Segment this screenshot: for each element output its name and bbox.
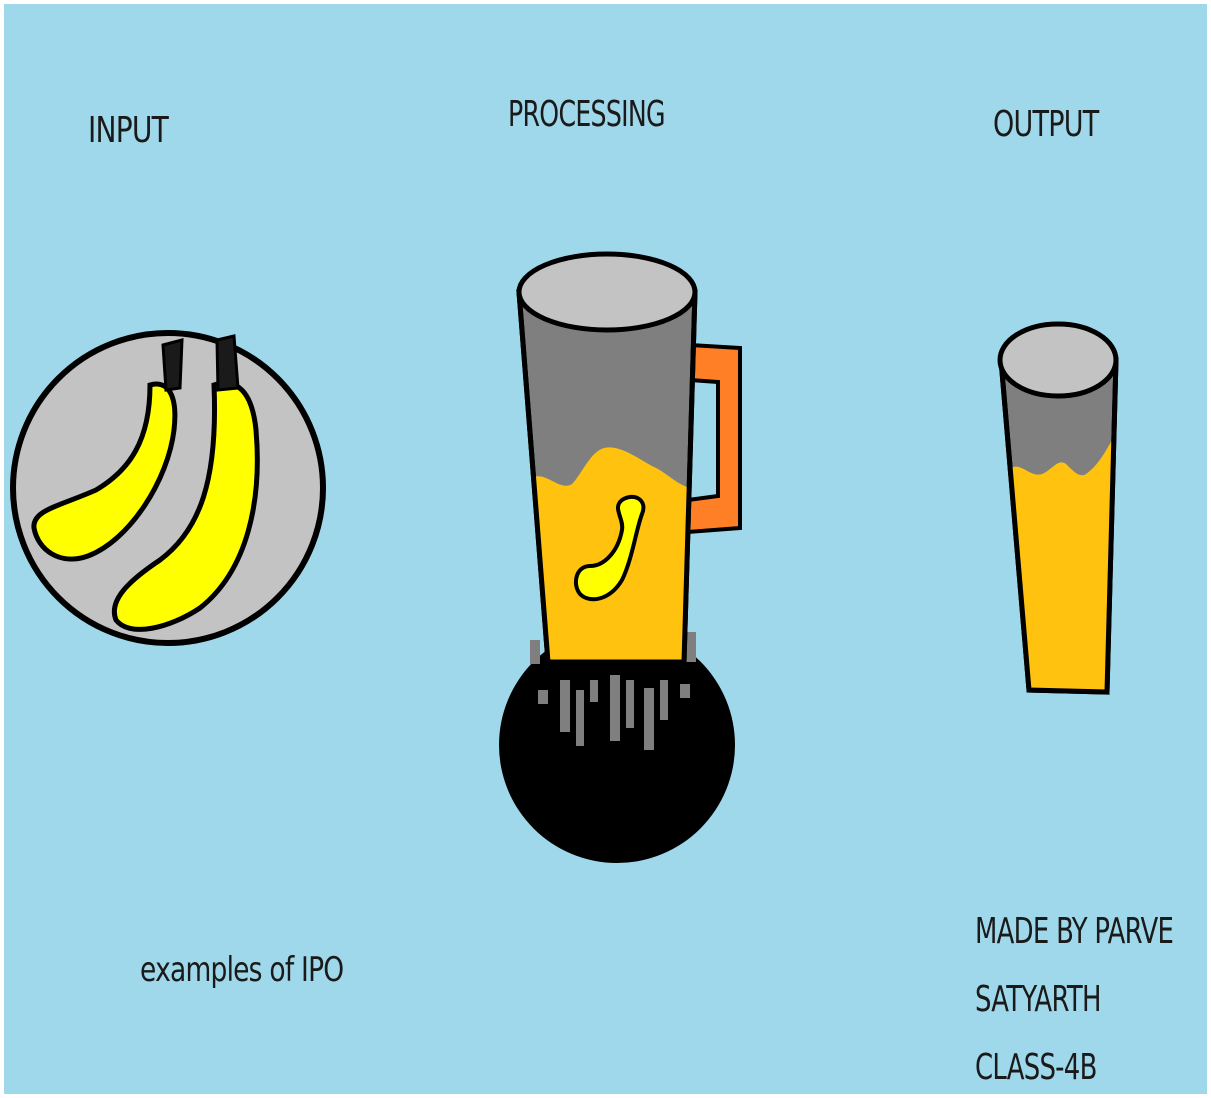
credit-line-3: CLASS-4B [975, 1034, 1173, 1098]
input-label: INPUT [88, 110, 168, 151]
blender-jar-top [519, 254, 695, 330]
banana-1-stem [163, 340, 182, 390]
output-label: OUTPUT [993, 104, 1099, 145]
credit-line-2: SATYARTH [975, 966, 1173, 1034]
credit-line-1: MADE BY PARVE [975, 898, 1173, 966]
caption-text: examples of IPO [140, 950, 343, 990]
processing-label: PROCESSING [508, 94, 665, 135]
glass-rim [1000, 324, 1116, 396]
plate-with-bananas-icon [13, 333, 323, 643]
banana-2-stem [217, 336, 238, 390]
credit-block: MADE BY PARVE SATYARTH CLASS-4B [975, 898, 1173, 1098]
